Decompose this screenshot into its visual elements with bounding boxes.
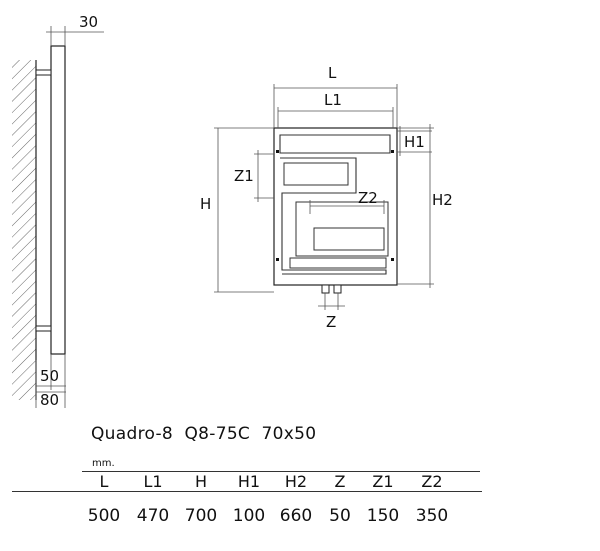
- dim-H-label: H: [200, 195, 211, 213]
- dim-L-label: L: [328, 64, 337, 82]
- serpentine-tube: [279, 134, 391, 275]
- wall-bracket-top: [35, 69, 52, 76]
- side-view: 30 50 80: [12, 13, 104, 409]
- value-Z2: 350: [415, 506, 449, 526]
- front-view: L L1 H H1 H2 Z1 Z2 Z: [200, 64, 453, 331]
- dim-80-label: 80: [40, 391, 59, 409]
- value-H: 700: [184, 506, 218, 526]
- header-H1: H1: [237, 472, 261, 491]
- header-Z1: Z1: [372, 472, 394, 491]
- unit-label: mm.: [92, 458, 115, 469]
- model-profile: 70x50: [261, 424, 317, 444]
- value-L: 500: [87, 506, 121, 526]
- wall-hatch: [12, 60, 36, 400]
- connection-right: [333, 284, 342, 294]
- model-name: Quadro-8: [91, 424, 174, 444]
- technical-drawing: 30 50 80 L L1: [12, 13, 453, 409]
- value-H2: 660: [279, 506, 313, 526]
- value-Z: 50: [329, 506, 351, 526]
- dim-30-label: 30: [79, 13, 98, 31]
- header-H2: H2: [284, 472, 308, 491]
- dim-H2-label: H2: [432, 191, 453, 209]
- table-rule-top: [82, 471, 480, 472]
- table-rule-header: [12, 491, 482, 492]
- header-H: H: [194, 472, 208, 491]
- connection-left: [321, 284, 330, 294]
- value-L1: 470: [136, 506, 170, 526]
- header-L1: L1: [143, 472, 163, 491]
- dim-Z2-label: Z2: [358, 189, 378, 207]
- model-title: Quadro-8 Q8-75C 70x50: [91, 424, 316, 444]
- dim-H1-label: H1: [404, 133, 425, 151]
- dim-Z-label: Z: [326, 313, 336, 331]
- header-Z: Z: [334, 472, 346, 491]
- value-Z1: 150: [366, 506, 400, 526]
- value-H1: 100: [232, 506, 266, 526]
- header-L: L: [99, 472, 109, 491]
- radiator-frame: [273, 127, 398, 286]
- dim-Z1-label: Z1: [234, 167, 254, 185]
- model-code: Q8-75C: [184, 424, 251, 444]
- radiator-side-profile: [50, 45, 66, 355]
- dim-50-label: 50: [40, 367, 59, 385]
- wall-bracket-bottom: [35, 325, 52, 332]
- dim-L1-label: L1: [324, 91, 342, 109]
- header-Z2: Z2: [421, 472, 443, 491]
